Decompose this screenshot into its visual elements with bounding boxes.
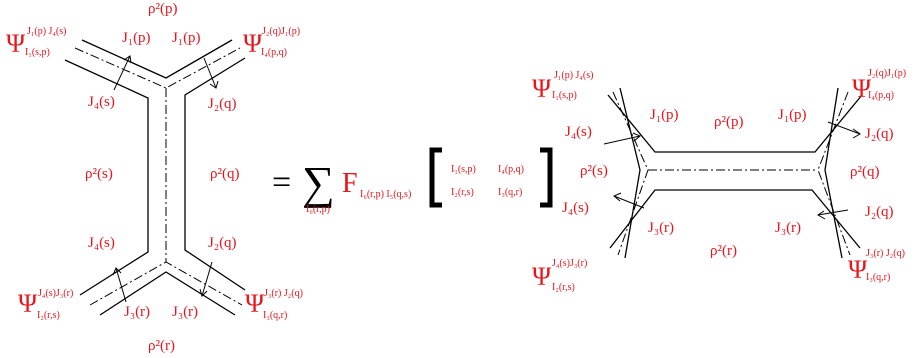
left-rho-right: ρ²(q) [210, 166, 239, 182]
left-rho-bottom: ρ²(r) [148, 338, 175, 354]
right-outer-bottom [609, 189, 861, 249]
f-subscript: I₆(r,p) I₅(q,s) [360, 189, 411, 200]
left-psi-bl-symbol: Ψ [18, 289, 38, 318]
right-psi-tl-sup: J₁(p) J₄(s) [554, 70, 593, 81]
right-psi-tl-sub: I₁(s,p) [552, 90, 577, 101]
right-rho-right: ρ²(q) [850, 164, 879, 180]
left-j-lower-right: J₂(q) [208, 235, 237, 251]
left-j-upper-left: J₄(s) [88, 94, 115, 110]
right-inner-left [619, 87, 641, 259]
right-diagram: ρ²(p) ρ²(r) ρ²(s) ρ²(q) J₁(p) J₁(p) J₄(s… [532, 68, 906, 293]
left-psi-tr-symbol: Ψ [243, 29, 263, 58]
left-psi-tr-sub: I₄(p,q) [261, 47, 287, 58]
right-rho-left: ρ²(s) [580, 163, 608, 179]
left-inner-top [81, 39, 233, 79]
left-inner-bottom [99, 271, 236, 316]
left-arrow-lr-head [199, 288, 208, 297]
left-j-top-left: J₁(p) [122, 30, 151, 46]
sum-symbol: ∑ [302, 157, 335, 208]
left-psi-br-sub: I₃(q,r) [263, 310, 287, 321]
sum-subscript: I₆(r,p) [306, 204, 330, 215]
left-arrow-ll-head [112, 267, 122, 276]
right-j-lower-left: J₄(s) [562, 200, 589, 216]
left-psi-bl-sub: I₂(r,s) [37, 310, 60, 321]
left-j-bottom-left: J₃(r) [124, 304, 150, 320]
right-psi-bl-symbol: Ψ [532, 262, 552, 291]
right-center-dash-left [612, 91, 649, 256]
equation: = ∑ I₆(r,p) F I₆(r,p) I₅(q,s) I₁(s,p) I₄… [272, 147, 553, 215]
right-arrow-lr-head [817, 210, 826, 220]
left-psi-tl-symbol: Ψ [6, 29, 26, 58]
right-j-upper-right: J₂(q) [865, 126, 894, 142]
right-psi-br-sub: I₃(q,r) [866, 272, 890, 283]
right-inner-right [824, 87, 843, 259]
f-symbol: F [342, 168, 358, 199]
right-psi-bl-sup: J₄(s)J₃(r) [552, 258, 587, 269]
left-arrow-ul [113, 55, 131, 91]
right-psi-bl-sub: I₂(r,s) [552, 282, 575, 293]
right-arrow-ur-head [852, 128, 861, 139]
left-outer-top-right [184, 57, 246, 291]
left-j-bottom-right: J₃(r) [172, 304, 198, 320]
right-j-bottom-left: J₃(r) [648, 220, 674, 236]
left-arrow-ul-head [123, 55, 132, 64]
right-arrow-ur [827, 121, 861, 135]
matrix-cell-0-0: I₁(s,p) [451, 164, 476, 175]
left-j-lower-left: J₄(s) [88, 235, 115, 251]
left-psi-tl-sub: I₁(s,p) [25, 47, 50, 58]
left-psi-tl-sup: J₁(p) J₄(s) [27, 26, 66, 37]
left-arrow-lr [201, 261, 213, 297]
right-arrow-ul-head [632, 132, 641, 142]
right-psi-tr-sup: J₂(q)J₁(p) [868, 68, 906, 79]
right-j-bottom-right: J₃(r) [775, 220, 801, 236]
left-rho-left: ρ²(s) [85, 166, 113, 182]
left-arrow-ll [115, 267, 127, 303]
right-rho-bottom: ρ²(r) [710, 243, 737, 259]
right-psi-tr-sub: I₄(p,q) [868, 90, 894, 101]
right-center-dash-right [817, 91, 851, 256]
left-rho-top: ρ²(p) [148, 1, 177, 17]
left-center-dash-bottom [89, 261, 243, 306]
left-psi-br-sup: J₃(r) J₂(q) [264, 288, 303, 299]
right-outer-top [607, 94, 863, 153]
right-arrow-lr [817, 209, 849, 216]
matrix-cell-0-1: I₄(p,q) [498, 164, 524, 175]
matrix-right-bracket [540, 147, 553, 208]
matrix-cell-1-1: I₃(q,r) [498, 187, 522, 198]
right-arrow-ll [613, 195, 645, 209]
left-psi-tr-sup: J₂(q)J₁(p) [262, 26, 300, 37]
left-arrow-ur [203, 57, 217, 89]
right-psi-tr-symbol: Ψ [852, 74, 872, 103]
right-arrow-ll-head [613, 192, 622, 202]
right-j-top-left: J₁(p) [650, 107, 679, 123]
right-psi-br-sup: J₃(r) J₂(q) [866, 248, 905, 259]
equals-sign: = [272, 164, 291, 201]
right-j-lower-right: J₂(q) [865, 204, 894, 220]
matrix-cell-1-0: I₂(r,s) [451, 187, 474, 198]
matrix-left-bracket [429, 147, 442, 208]
right-psi-tl-symbol: Ψ [532, 74, 552, 103]
left-center-dash-top [74, 47, 241, 89]
right-arrow-ul [603, 135, 641, 145]
left-psi-br-symbol: Ψ [245, 289, 265, 318]
right-j-upper-left: J₄(s) [565, 124, 592, 140]
left-j-top-right: J₁(p) [172, 30, 201, 46]
right-j-top-right: J₁(p) [778, 107, 807, 123]
left-j-upper-right: J₂(q) [208, 96, 237, 112]
left-arrow-ur-head [209, 80, 219, 89]
right-psi-br-symbol: Ψ [848, 255, 868, 284]
left-psi-bl-sup: J₄(s)J₃(r) [38, 288, 73, 299]
right-rho-top: ρ²(p) [714, 114, 743, 130]
left-diagram: ρ²(p) ρ²(r) ρ²(s) ρ²(q) J₁(p) J₁(p) J₄(s… [6, 1, 303, 354]
